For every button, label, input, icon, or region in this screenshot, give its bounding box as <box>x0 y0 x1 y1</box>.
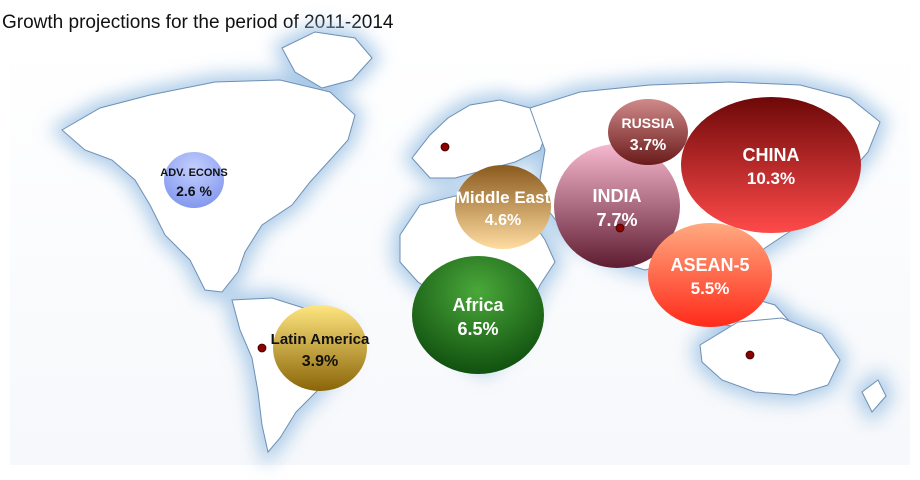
location-marker <box>440 142 450 152</box>
region-name-middle-east: Middle East <box>456 188 551 207</box>
bubble-shape-china <box>681 97 861 233</box>
bubble-shape-russia <box>608 99 688 165</box>
region-bubble-middle-east: Middle East 4.6% <box>455 165 551 249</box>
region-name-latin-america: Latin America <box>271 331 370 348</box>
region-value-middle-east: 4.6% <box>485 212 521 229</box>
region-value-africa: 6.5% <box>457 319 498 339</box>
location-marker <box>615 223 625 233</box>
region-bubble-china: CHINA 10.3% <box>681 97 861 233</box>
region-bubble-asean-5: ASEAN-5 5.5% <box>648 223 772 327</box>
region-name-india: INDIA <box>593 186 642 206</box>
landmass-new-zealand <box>861 379 887 413</box>
landmass-australia <box>699 317 841 396</box>
region-bubble-africa: Africa 6.5% <box>412 256 544 374</box>
region-bubbles: ADV. ECONS 2.6 % Latin America 3.9% Africa 6.… <box>160 97 861 391</box>
region-value-russia: 3.7% <box>630 137 666 154</box>
region-name-adv-econs: ADV. ECONS <box>160 167 227 179</box>
region-value-india: 7.7% <box>596 210 637 230</box>
page-title: Growth projections for the period of 201… <box>2 12 394 33</box>
bubble-shape-adv-econs <box>164 152 224 208</box>
bubble-shape-asean-5 <box>648 223 772 327</box>
bubble-shape-india <box>554 144 680 268</box>
region-bubble-russia: RUSSIA 3.7% <box>608 99 688 165</box>
region-value-asean-5: 5.5% <box>691 279 730 298</box>
region-name-china: CHINA <box>743 145 800 165</box>
region-name-russia: RUSSIA <box>622 115 675 131</box>
location-marker <box>745 350 755 360</box>
bubble-shape-africa <box>412 256 544 374</box>
bubble-shape-middle-east <box>455 165 551 249</box>
region-bubble-latin-america: Latin America 3.9% <box>271 305 370 391</box>
region-bubble-india: INDIA 7.7% <box>554 144 680 268</box>
region-name-asean-5: ASEAN-5 <box>670 255 749 275</box>
region-bubble-adv-econs: ADV. ECONS 2.6 % <box>160 152 228 208</box>
location-marker <box>257 343 267 353</box>
bubble-shape-latin-america <box>273 305 367 391</box>
region-name-africa: Africa <box>452 295 504 315</box>
region-value-latin-america: 3.9% <box>302 353 338 370</box>
region-value-china: 10.3% <box>747 169 795 188</box>
location-markers <box>257 142 755 360</box>
landmass-greenland <box>281 31 373 89</box>
region-value-adv-econs: 2.6 % <box>176 183 212 199</box>
